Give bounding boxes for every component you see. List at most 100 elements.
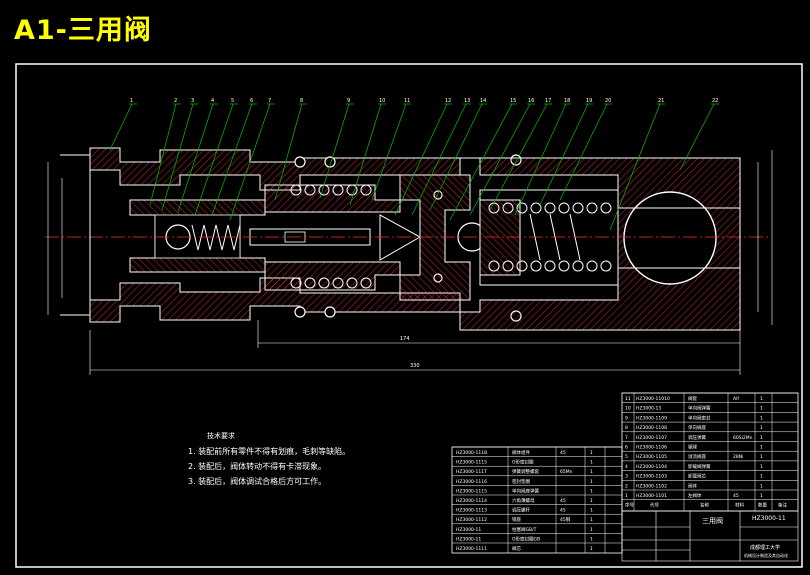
table-cell: 销座	[512, 516, 521, 523]
callout-21: 21	[609, 98, 665, 231]
table-cell: 阀体	[688, 482, 697, 489]
table-cell: 1	[590, 517, 593, 523]
dimensions: 330 174	[47, 150, 773, 375]
callout-label: 4	[211, 98, 214, 104]
callout-label: 16	[528, 98, 534, 104]
table-cell: O形密封圈	[512, 459, 534, 466]
table-row: 1 HZ3000-1101 左阀体 45 1	[622, 489, 798, 499]
table-cell: 1	[590, 498, 593, 504]
callout-label: 18	[564, 98, 570, 104]
dim-overall: 330	[410, 363, 420, 369]
table-cell: 1	[590, 469, 593, 475]
callout-label: 9	[347, 98, 350, 104]
table-cell: 60Si2Mn	[733, 435, 753, 441]
callout-4: 4	[177, 98, 218, 213]
callout-label: 13	[464, 98, 470, 104]
table-header-cell: 材料	[735, 502, 744, 509]
callout-label: 3	[191, 98, 194, 104]
callout-15: 15	[449, 98, 517, 221]
table-cell: 7	[625, 435, 628, 441]
table-cell: 单向阀座	[688, 424, 706, 431]
table-cell: 28Ni	[733, 454, 743, 460]
table-cell: 11	[625, 396, 631, 402]
table-row: HZ3000-1112 销座 45钢 1	[452, 513, 622, 523]
assembly-drawing	[45, 147, 770, 331]
table-cell: 1	[760, 454, 763, 460]
table-cell: 1	[760, 435, 763, 441]
table-cell: 1	[590, 527, 593, 533]
table-cell: 2	[625, 483, 628, 489]
table-header-cell: 备注	[778, 502, 787, 509]
tech-requirements: 1. 装配前所有零件不得有划痕，毛刺等缺陷。 2. 装配后，阀体转动不得有卡滞现…	[188, 444, 350, 489]
sheet-border	[15, 63, 803, 568]
table-cell: HZ3000-11	[456, 536, 481, 542]
table-cell: 卸载阀弹簧	[688, 463, 711, 470]
table-cell: 溢流阀座	[688, 453, 706, 460]
table-cell: 1	[760, 493, 763, 499]
table-cell: 1	[760, 406, 763, 412]
title-block-school: 成都理工大学	[750, 544, 780, 551]
right-spring-bottom	[488, 260, 612, 272]
table-cell: HZ3000-11	[456, 527, 481, 533]
table-cell: 45	[733, 493, 739, 499]
table-cell: 45	[560, 508, 566, 514]
callout-5: 5	[194, 98, 238, 216]
table-cell: 密封垫圈	[512, 478, 530, 485]
table-header-cell: 代号	[650, 502, 659, 509]
table-cell: HZ3000-111B	[456, 450, 487, 456]
table-cell: 45钢	[560, 516, 571, 523]
callout-label: 17	[545, 98, 551, 104]
table-cell: 1	[760, 464, 763, 470]
table-cell: 1	[760, 445, 763, 451]
title-block-name: 三用阀	[702, 516, 723, 525]
table-cell: O形密封圈GB	[512, 535, 540, 542]
table-cell: 9	[625, 415, 628, 421]
table-cell: 1	[760, 396, 763, 402]
table-cell: HZ3000-1107	[636, 435, 667, 441]
table-cell: HZ3000-1102	[636, 483, 667, 489]
right-piston	[479, 199, 521, 276]
table-cell: Alf	[733, 396, 739, 402]
table-cell: 左阀体	[688, 492, 702, 499]
table-cell: HZ3000-1116	[456, 479, 487, 485]
callout-label: 11	[404, 98, 410, 104]
table-header-cell: 数量	[758, 502, 767, 509]
tech-requirement-item: 2. 装配后，阀体转动不得有卡滞现象。	[188, 462, 327, 471]
table-cell: 1	[625, 493, 628, 499]
table-cell: 5	[625, 454, 628, 460]
callout-label: 7	[268, 98, 271, 104]
tech-requirements-heading: 技术要求	[207, 432, 235, 440]
callout-3: 3	[161, 98, 198, 211]
callout-7: 7	[229, 98, 275, 221]
table-cell: 阀体组件	[512, 449, 530, 456]
table-cell: HZ3000-1108	[636, 425, 667, 431]
callout-label: 10	[379, 98, 385, 104]
table-cell: 单向阀座弹簧	[512, 487, 539, 494]
table-cell: HZ3000-1112	[456, 517, 487, 523]
table-cell: 3	[625, 474, 628, 480]
table-cell: HZ3000-1103	[636, 474, 667, 480]
table-cell: HZ3000-1101	[636, 493, 667, 499]
callout-label: 8	[300, 98, 303, 104]
callout-10: 10	[349, 98, 386, 206]
callout-label: 19	[586, 98, 592, 104]
table-cell: 1	[590, 488, 593, 494]
left-spring	[191, 224, 241, 251]
table-cell: 65Mn	[560, 469, 573, 475]
